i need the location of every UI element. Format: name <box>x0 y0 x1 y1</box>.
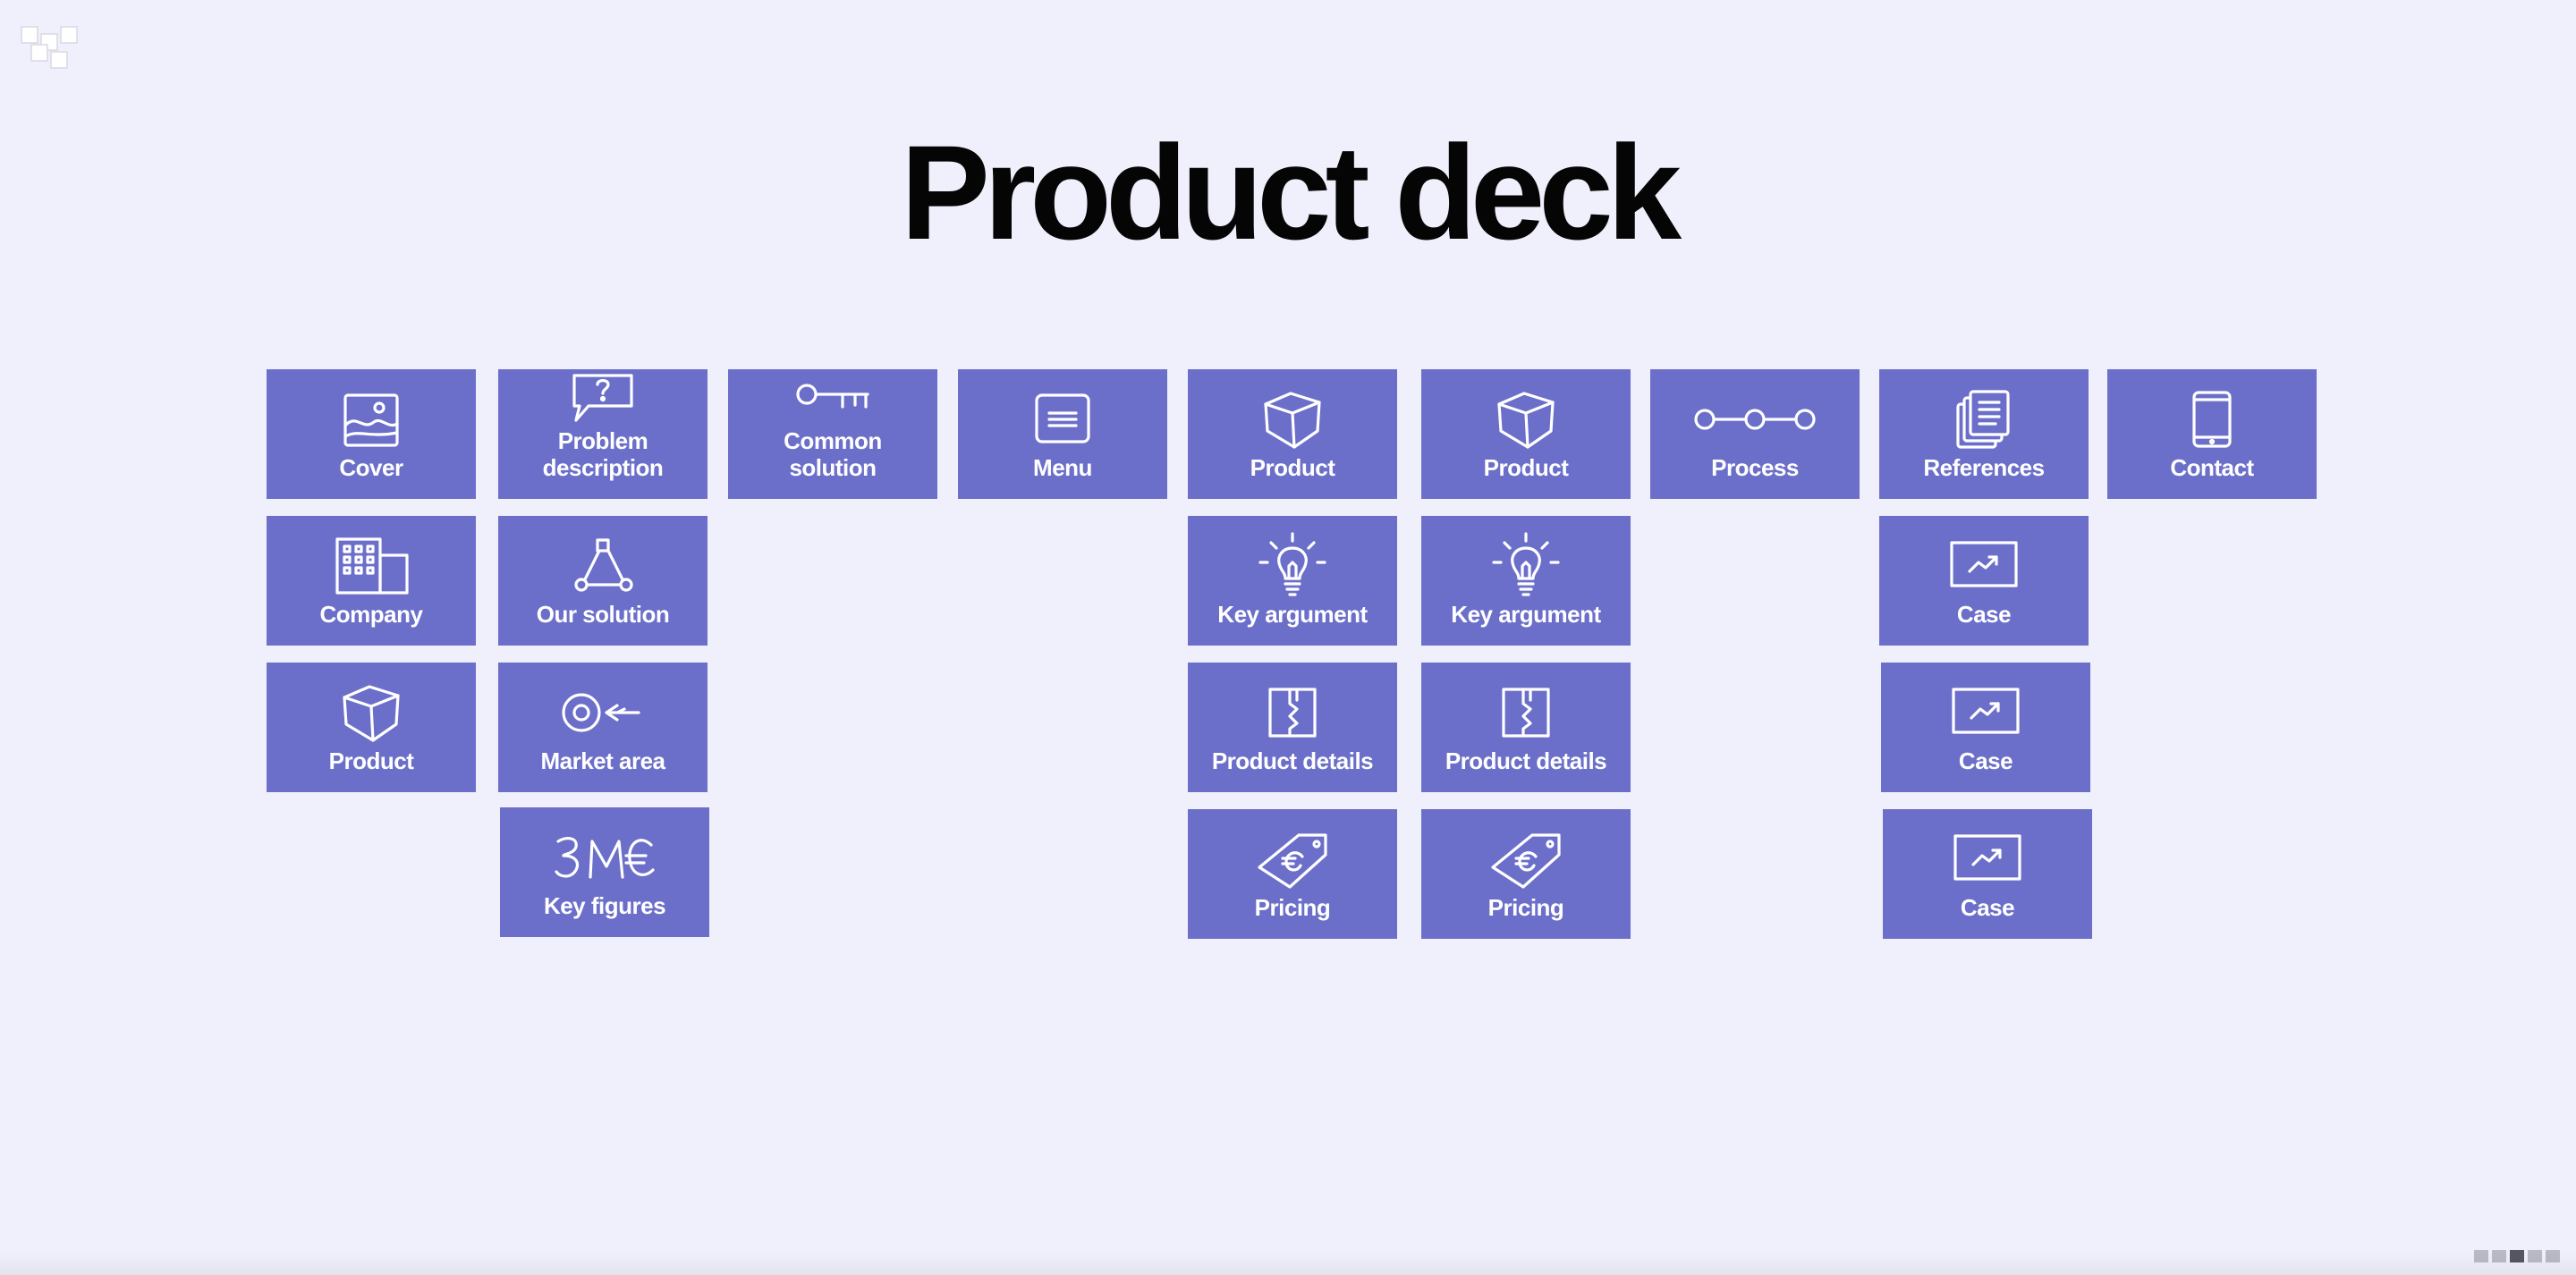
chart-card-icon <box>1952 828 2023 891</box>
tile-our-solution[interactable]: Our solution <box>498 516 708 646</box>
tile-key-figures[interactable]: Key figures <box>500 807 709 937</box>
tile-product-main[interactable]: Product <box>267 663 476 792</box>
pager-dot-active[interactable] <box>2510 1250 2524 1262</box>
chart-card-icon <box>1948 535 2020 597</box>
building-icon <box>330 535 412 597</box>
tile-references[interactable]: References <box>1879 369 2089 499</box>
pager-dot[interactable] <box>2546 1250 2560 1262</box>
price-tag-icon <box>1254 828 1331 891</box>
chart-card-icon <box>1950 681 2021 744</box>
process-icon <box>1692 388 1818 451</box>
picture-icon <box>340 388 402 451</box>
tile-case-2[interactable]: Case <box>1881 663 2090 792</box>
tile-menu[interactable]: Menu <box>958 369 1167 499</box>
menu-icon <box>1031 388 1094 451</box>
bottom-shade <box>0 1250 2576 1275</box>
lightbulb-icon <box>1257 532 1328 597</box>
tile-contact[interactable]: Contact <box>2107 369 2317 499</box>
tile-pricing-a[interactable]: Pricing <box>1188 809 1397 939</box>
tile-key-argument-b[interactable]: Key argument <box>1421 516 1631 646</box>
tile-problem-description[interactable]: Problem description <box>498 369 708 499</box>
tile-product-a[interactable]: Product <box>1188 369 1397 499</box>
page-title: Product deck <box>900 117 1682 267</box>
price-tag-icon <box>1487 828 1564 891</box>
logo-icon[interactable] <box>20 25 80 70</box>
tile-company[interactable]: Company <box>267 516 476 646</box>
question-bubble-icon <box>567 372 639 426</box>
tile-key-argument-a[interactable]: Key argument <box>1188 516 1397 646</box>
figures-icon <box>551 826 658 889</box>
network-icon <box>569 535 637 597</box>
target-icon <box>558 681 648 744</box>
pages-stack-icon <box>1953 388 2015 451</box>
document-icon <box>1496 681 1555 744</box>
tile-case-3[interactable]: Case <box>1883 809 2092 939</box>
tile-cover[interactable]: Cover <box>267 369 476 499</box>
tile-market-area[interactable]: Market area <box>498 663 708 792</box>
slide-pager <box>2474 1250 2560 1262</box>
tile-process[interactable]: Process <box>1650 369 1860 499</box>
tile-case-1[interactable]: Case <box>1879 516 2089 646</box>
document-icon <box>1263 681 1322 744</box>
tablet-icon <box>2187 388 2237 451</box>
box-icon <box>1258 388 1326 451</box>
tile-product-details-b[interactable]: Product details <box>1421 663 1631 792</box>
tile-product-b[interactable]: Product <box>1421 369 1631 499</box>
tile-pricing-b[interactable]: Pricing <box>1421 809 1631 939</box>
box-icon <box>337 681 405 744</box>
pager-dot[interactable] <box>2492 1250 2506 1262</box>
lightbulb-icon <box>1490 532 1562 597</box>
box-icon <box>1492 388 1560 451</box>
key-icon <box>792 372 873 426</box>
pager-dot[interactable] <box>2474 1250 2488 1262</box>
tile-common-solution[interactable]: Common solution <box>728 369 937 499</box>
tile-product-details-a[interactable]: Product details <box>1188 663 1397 792</box>
pager-dot[interactable] <box>2528 1250 2542 1262</box>
